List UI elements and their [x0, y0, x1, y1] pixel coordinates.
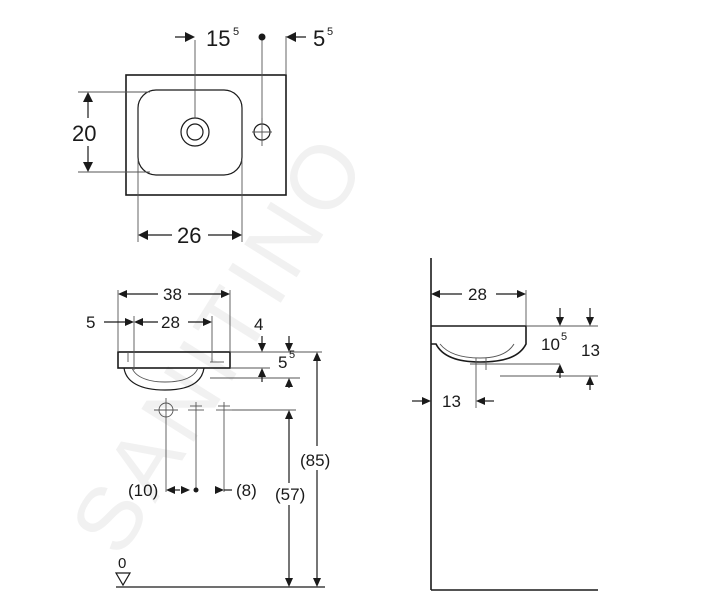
dim-tap-offset: 15	[206, 26, 230, 51]
dim-projection: 28	[468, 285, 487, 304]
drain-inner-icon	[186, 123, 204, 141]
side-view: 28 10 5 13 13	[412, 258, 600, 591]
dim-right-margin: 5	[313, 26, 325, 51]
floor-level-icon	[114, 572, 132, 587]
watermark: SANITINO	[52, 116, 387, 570]
dim-total-height: (85)	[300, 451, 330, 470]
supply-right-icon	[216, 402, 232, 418]
dim-overall-width: 38	[163, 285, 182, 304]
basin-rim-front	[117, 351, 231, 369]
dim-bowl-depth-sup: 5	[561, 331, 567, 343]
dim-rim-thickness-sup: 5	[289, 349, 295, 361]
supply-left-icon	[154, 398, 178, 422]
dim-outlet-offset: 13	[442, 392, 461, 411]
dim-left-offset: 5	[86, 313, 95, 332]
top-view: 15 5 5 5 20 26	[72, 26, 333, 248]
dim-depth: 20	[72, 121, 96, 146]
dim-outlet-height: (57)	[275, 485, 305, 504]
dim-bowl-depth: 10	[541, 335, 560, 354]
dim-rim-thickness: 5	[278, 353, 287, 372]
floor-level-label: 0	[118, 555, 126, 572]
drain-icon	[180, 117, 210, 147]
dim-width: 26	[177, 223, 201, 248]
dim-tap-offset-sup: 5	[233, 26, 239, 38]
dim-right-margin-sup: 5	[327, 26, 333, 38]
dim-total-depth: 13	[581, 341, 600, 360]
dim-inner-width: 28	[161, 313, 180, 332]
bowl-outline-top	[137, 89, 243, 176]
bowl-body-front	[123, 367, 205, 391]
front-view: 38 5 28 4 5 5	[86, 285, 330, 588]
dim-right-supply: (8)	[236, 481, 257, 500]
basin-outline-top	[125, 74, 287, 196]
waste-icon	[188, 402, 204, 418]
dim-rim-height: 4	[254, 315, 263, 334]
tap-center-marker	[258, 33, 266, 41]
basin-section-side	[431, 325, 527, 363]
dim-left-supply: (10)	[128, 481, 158, 500]
